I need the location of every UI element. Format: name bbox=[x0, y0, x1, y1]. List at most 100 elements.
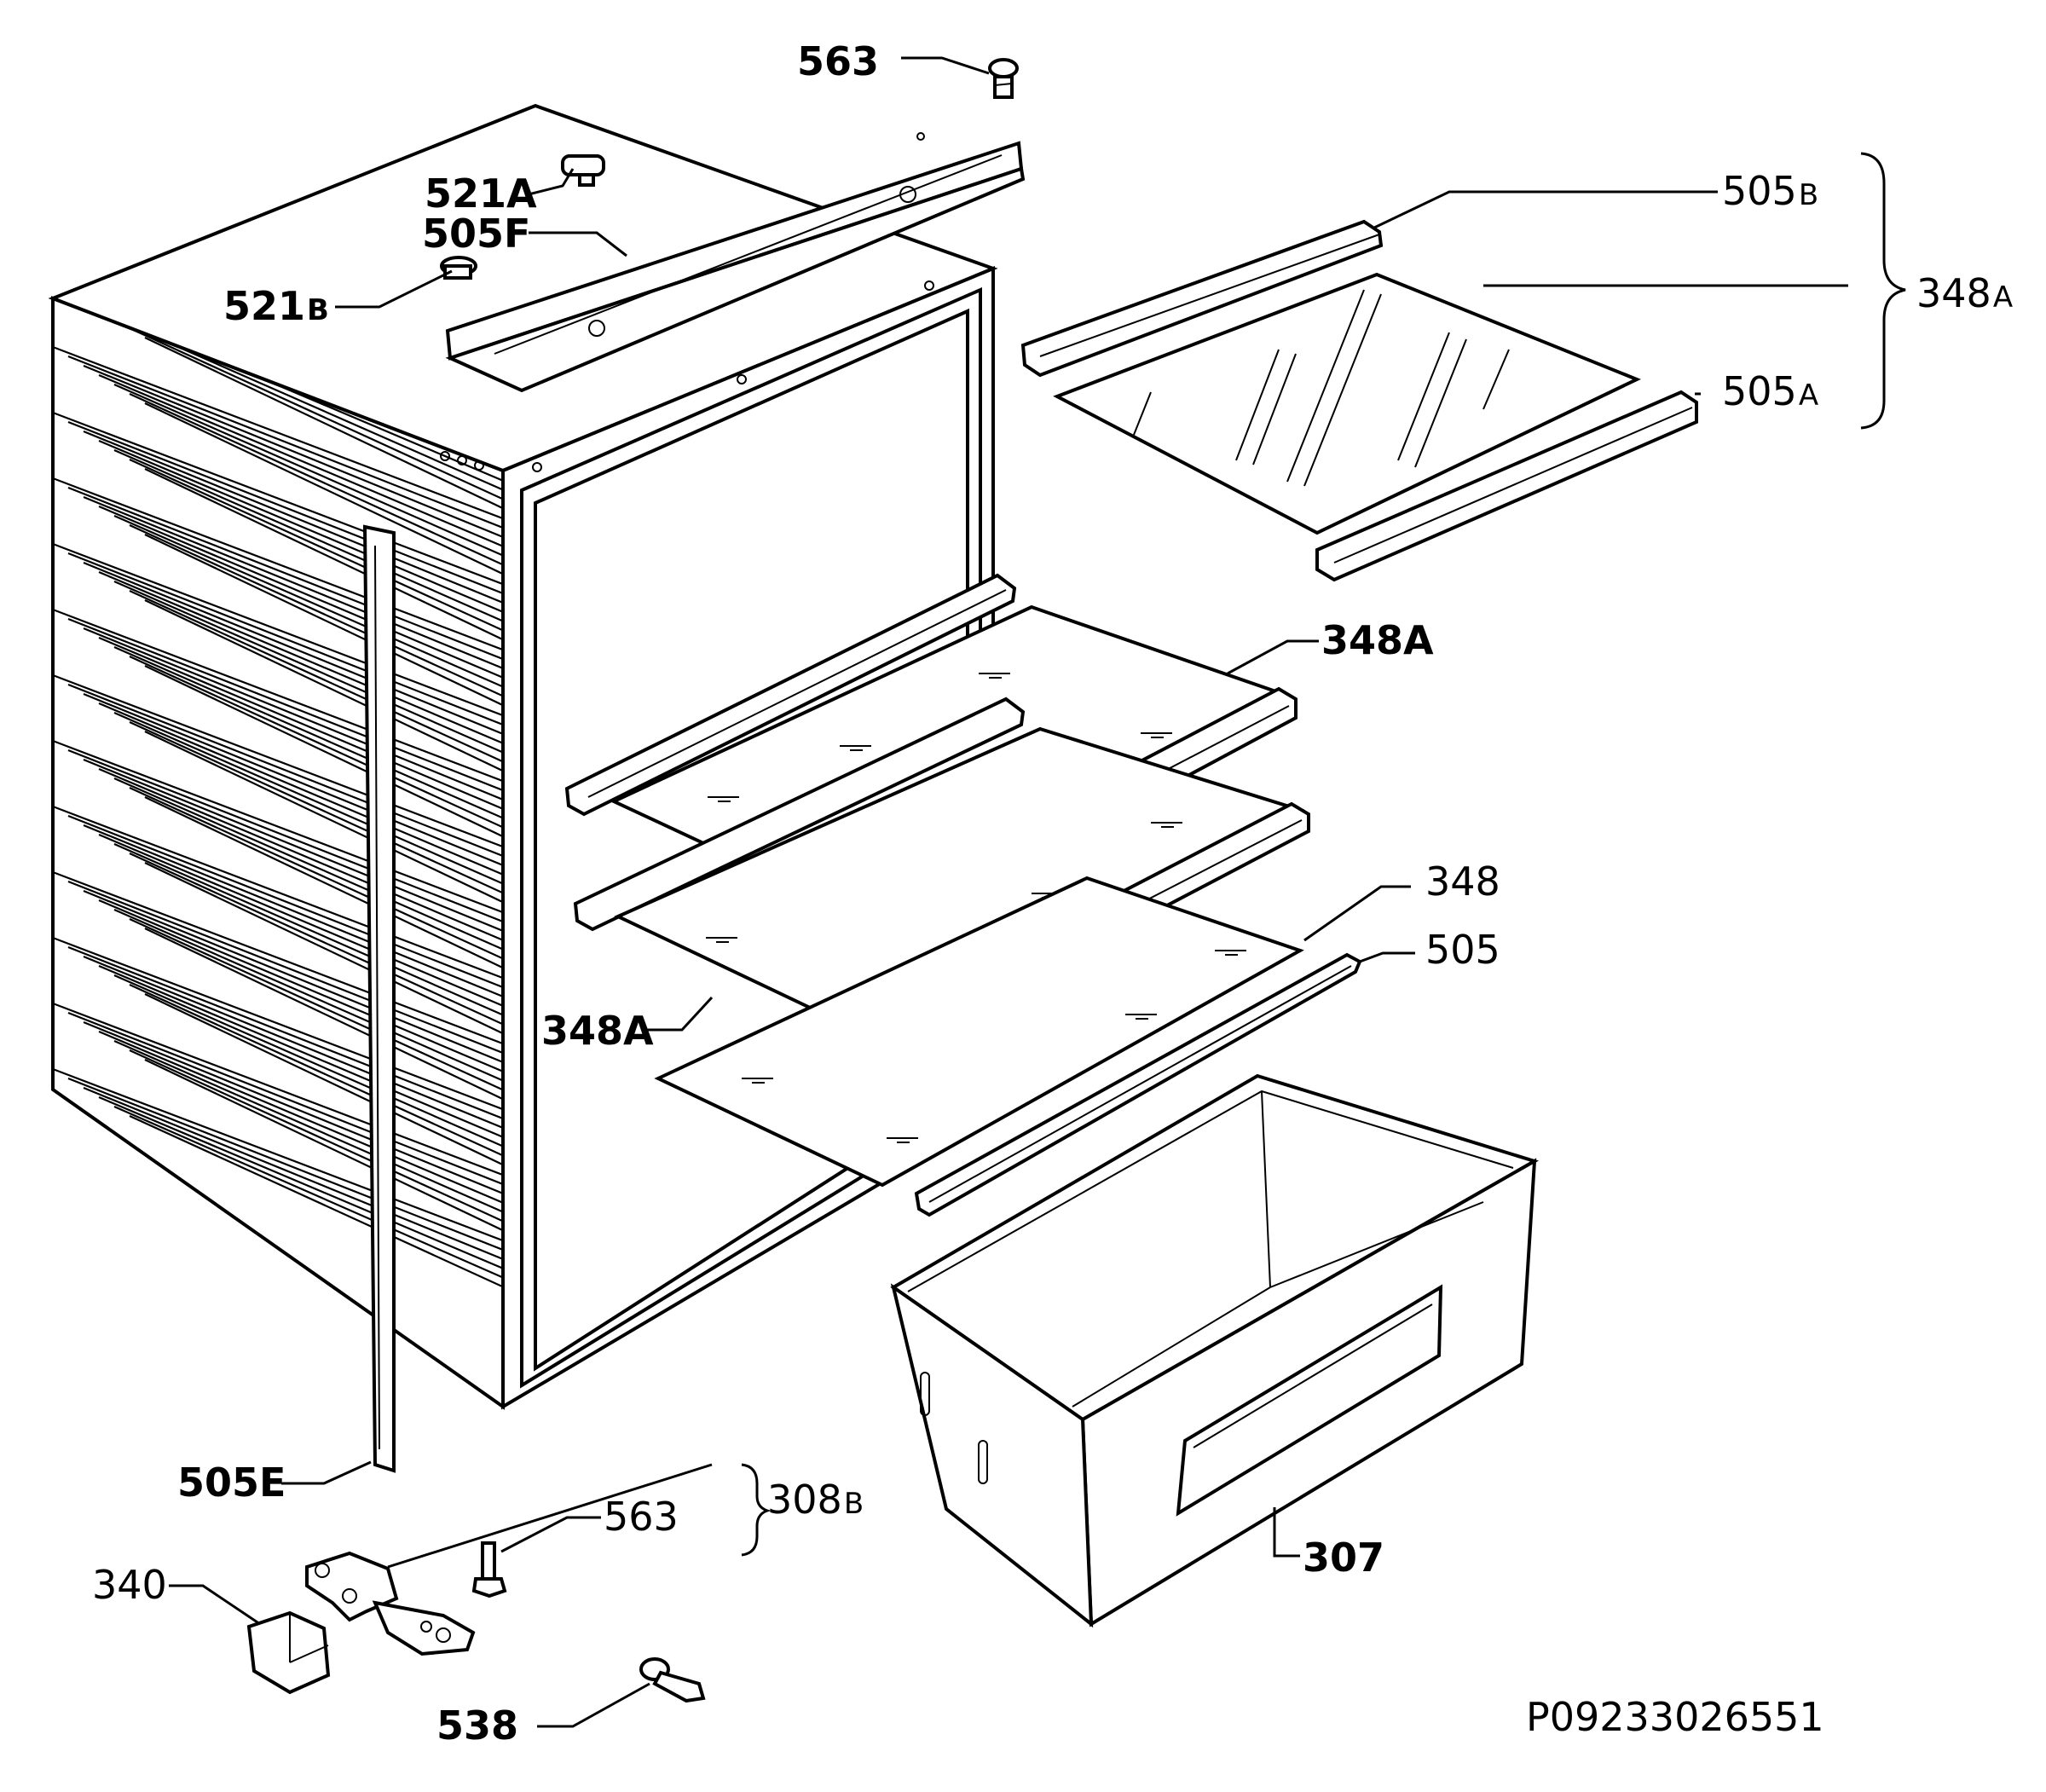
hatch-line bbox=[53, 477, 503, 655]
hatch-line bbox=[98, 767, 503, 945]
hatch-line bbox=[53, 805, 503, 983]
hatch-line bbox=[83, 561, 503, 739]
hatch-line bbox=[144, 468, 503, 645]
hatch-line bbox=[53, 673, 503, 852]
hatch-line bbox=[98, 964, 503, 1142]
hatch-line bbox=[113, 974, 503, 1152]
label-505b: 505B bbox=[1722, 168, 1818, 214]
hatch-line bbox=[113, 777, 503, 955]
hatch-line bbox=[67, 355, 503, 533]
hatch-line bbox=[144, 337, 503, 513]
drawing-number: P09233026551 bbox=[1526, 1694, 1824, 1740]
part-labels: 563 521A 505F 521B 505B 348A 505A 348A 3… bbox=[92, 38, 2013, 1749]
hatch-line bbox=[83, 758, 503, 936]
hatch-line bbox=[98, 570, 503, 749]
label-505f: 505F bbox=[422, 211, 530, 257]
label-348a-group: 348A bbox=[1916, 270, 2013, 316]
hatch-line bbox=[67, 617, 503, 795]
hatch-line bbox=[67, 945, 503, 1124]
hatch-line bbox=[144, 731, 503, 907]
hatch-line bbox=[67, 1077, 503, 1255]
hatch-line bbox=[53, 1067, 503, 1246]
label-307: 307 bbox=[1303, 1535, 1384, 1581]
cap-340 bbox=[246, 1610, 331, 1695]
hatch-line bbox=[113, 1039, 503, 1217]
hatch-line bbox=[67, 880, 503, 1058]
label-308b: 308B bbox=[767, 1477, 864, 1523]
top-rail-505f bbox=[445, 132, 1026, 393]
label-538: 538 bbox=[436, 1702, 518, 1749]
hatch-line bbox=[113, 908, 503, 1086]
hatch-line bbox=[67, 552, 503, 730]
hatch-line bbox=[67, 683, 503, 861]
hatch-line bbox=[129, 327, 503, 505]
label-505: 505 bbox=[1425, 927, 1500, 973]
hatch-line bbox=[144, 665, 503, 841]
hatch-line bbox=[98, 636, 503, 814]
hatch-line bbox=[98, 833, 503, 1011]
hatch-line bbox=[83, 627, 503, 805]
hatch-line bbox=[53, 608, 503, 786]
hatch-line bbox=[144, 1059, 503, 1235]
hatch-line bbox=[129, 852, 503, 1030]
hatch-line bbox=[53, 936, 503, 1114]
side-panel-hatching bbox=[53, 298, 503, 1292]
hatch-line bbox=[144, 599, 503, 776]
hatch-line bbox=[113, 383, 503, 561]
hatch-line bbox=[53, 870, 503, 1049]
hatch-line bbox=[113, 448, 503, 627]
hatch-line bbox=[53, 542, 503, 720]
label-340: 340 bbox=[92, 1562, 167, 1608]
screw-563-bottom bbox=[471, 1541, 507, 1598]
label-348a-mid: 348A bbox=[541, 1008, 654, 1054]
hatch-line bbox=[83, 495, 503, 673]
door-seal-505e bbox=[362, 524, 396, 1473]
hatch-line bbox=[98, 505, 503, 683]
hatch-line bbox=[144, 534, 503, 710]
label-563-top: 563 bbox=[797, 38, 879, 84]
hatch-line bbox=[129, 392, 503, 570]
hatch-line bbox=[83, 364, 503, 542]
screw-563-top bbox=[988, 58, 1019, 99]
label-348: 348 bbox=[1425, 858, 1500, 905]
button-521b bbox=[440, 256, 477, 280]
hatch-line bbox=[83, 692, 503, 870]
hatch-line bbox=[113, 580, 503, 758]
hatch-line bbox=[98, 373, 503, 552]
label-521a: 521A bbox=[425, 171, 537, 217]
hatch-line bbox=[53, 345, 503, 523]
hatch-line bbox=[83, 889, 503, 1067]
hatch-line bbox=[67, 1011, 503, 1189]
hatch-line bbox=[83, 955, 503, 1133]
label-521b: 521B bbox=[223, 283, 329, 329]
hatch-line bbox=[144, 928, 503, 1104]
label-563-bottom: 563 bbox=[604, 1494, 679, 1540]
hatch-line bbox=[129, 458, 503, 636]
label-505e: 505E bbox=[177, 1460, 286, 1506]
hatch-line bbox=[129, 589, 503, 767]
leader-lines bbox=[169, 56, 1906, 1728]
hatch-line bbox=[67, 814, 503, 992]
hatch-line bbox=[67, 420, 503, 598]
shelf-assembly-348a-exploded bbox=[1020, 219, 1698, 582]
hatch-line bbox=[129, 655, 503, 833]
hatch-line bbox=[53, 1002, 503, 1180]
hatch-line bbox=[144, 402, 503, 579]
pin-538 bbox=[639, 1657, 706, 1703]
hatch-line bbox=[67, 749, 503, 927]
hatch-line bbox=[67, 486, 503, 664]
hatch-line bbox=[144, 862, 503, 1038]
hatch-line bbox=[113, 1105, 503, 1283]
hatch-line bbox=[83, 824, 503, 1002]
hatch-line bbox=[98, 439, 503, 617]
hatch-line bbox=[113, 645, 503, 824]
hatch-line bbox=[113, 842, 503, 1020]
hatch-line bbox=[129, 1049, 503, 1227]
hatch-line bbox=[83, 1020, 503, 1199]
hatch-line bbox=[83, 1086, 503, 1264]
hatch-line bbox=[53, 411, 503, 589]
hatch-line bbox=[113, 514, 503, 692]
hatch-line bbox=[144, 796, 503, 973]
hatch-line bbox=[98, 1095, 503, 1274]
